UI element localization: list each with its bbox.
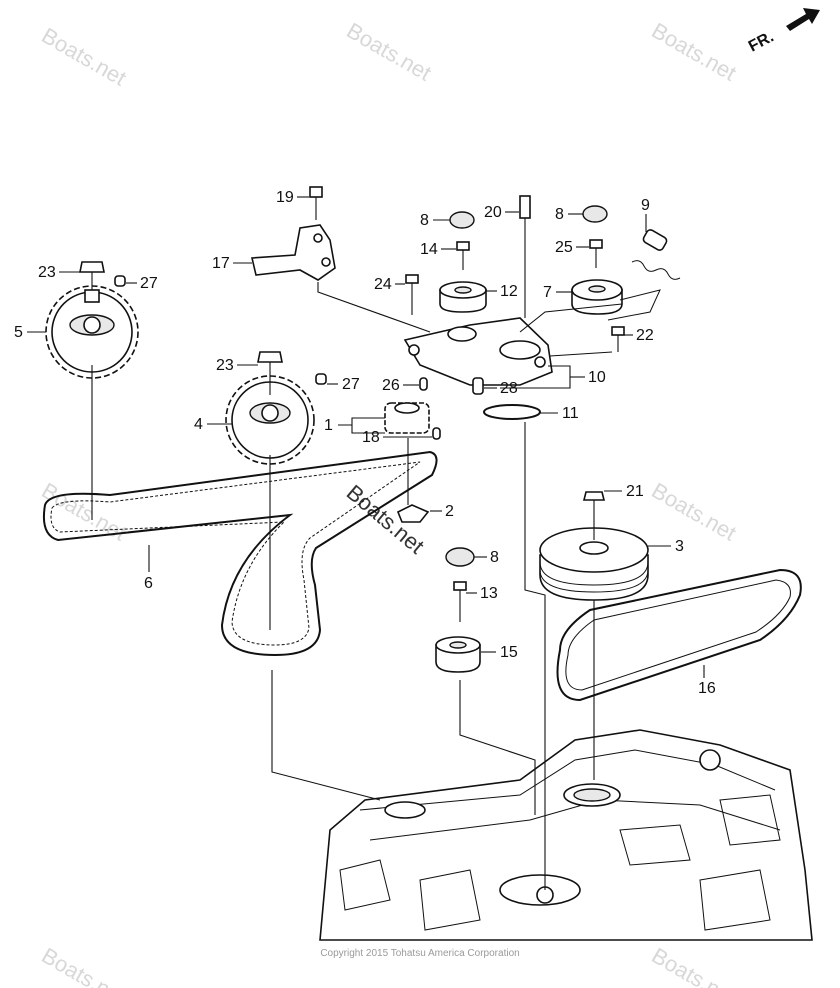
engine-block xyxy=(319,729,813,941)
callout-28: 28 xyxy=(500,380,518,397)
callout-14: 14 xyxy=(420,241,438,258)
callout-6: 6 xyxy=(144,575,153,592)
cap-middle xyxy=(445,547,475,567)
front-arrow-icon xyxy=(786,8,820,31)
drive-belt xyxy=(556,568,802,702)
callout-10: 10 xyxy=(588,369,606,386)
cap-top-right xyxy=(582,205,608,223)
callout-16: 16 xyxy=(698,680,716,697)
front-direction-indicator: FR. xyxy=(746,8,820,56)
callout-23-middle: 23 xyxy=(216,357,234,374)
callout-26: 26 xyxy=(382,377,400,394)
small-bolts xyxy=(309,186,625,352)
callout-8-middle: 8 xyxy=(490,549,499,566)
small-parts xyxy=(114,275,541,440)
small-sprocket xyxy=(384,402,430,434)
watermark-tl: Boats.net xyxy=(38,23,131,91)
callout-15: 15 xyxy=(500,644,518,661)
callout-5: 5 xyxy=(14,324,23,341)
callout-23-left: 23 xyxy=(38,264,56,281)
tensioner-spring xyxy=(396,504,430,523)
watermark-br: Boats.net xyxy=(648,943,741,988)
callout-21: 21 xyxy=(626,483,644,500)
collar-12 xyxy=(439,281,487,313)
callout-20: 20 xyxy=(484,204,502,221)
callout-11: 11 xyxy=(562,405,579,422)
callout-12: 12 xyxy=(500,283,518,300)
callout-2: 2 xyxy=(445,503,454,520)
watermark-bl: Boats.net xyxy=(38,943,131,988)
callout-8-top-right: 8 xyxy=(555,206,564,223)
tensioner-pulley xyxy=(571,279,661,321)
cap-top-left xyxy=(449,211,475,229)
timing-belt xyxy=(42,450,438,657)
large-sprocket xyxy=(45,261,139,379)
callout-27-middle: 27 xyxy=(342,376,360,393)
watermark-tc: Boats.net xyxy=(343,18,436,86)
callout-18: 18 xyxy=(362,429,380,446)
callout-22: 22 xyxy=(636,327,654,344)
bolt-13 xyxy=(453,581,467,622)
callout-24: 24 xyxy=(374,276,392,293)
collar-15 xyxy=(435,636,481,673)
watermark-mr: Boats.net xyxy=(648,478,741,546)
medium-sprocket xyxy=(225,351,315,465)
callout-1: 1 xyxy=(324,417,333,434)
callout-3: 3 xyxy=(675,538,684,555)
tensioner-bracket-plate xyxy=(403,317,553,386)
callout-9: 9 xyxy=(641,197,650,214)
callout-19: 19 xyxy=(276,189,294,206)
callout-13: 13 xyxy=(480,585,498,602)
spring-9 xyxy=(631,229,681,280)
callout-8-top-left: 8 xyxy=(420,212,429,229)
callout-17: 17 xyxy=(212,255,230,272)
front-label: FR. xyxy=(746,28,777,55)
callout-labels: 1 2 3 4 5 6 7 8 8 8 9 10 11 12 13 14 xyxy=(14,189,716,697)
callout-7: 7 xyxy=(543,284,552,301)
callout-27-left: 27 xyxy=(140,275,158,292)
callout-4: 4 xyxy=(194,416,203,433)
bracket-17 xyxy=(251,224,336,281)
copyright-notice: Copyright 2015 Tohatsu America Corporati… xyxy=(320,948,519,959)
crank-pulley xyxy=(539,491,649,601)
watermark-tr: Boats.net xyxy=(648,18,741,86)
callout-25: 25 xyxy=(555,239,573,256)
assembly-leader-lines xyxy=(91,282,623,890)
